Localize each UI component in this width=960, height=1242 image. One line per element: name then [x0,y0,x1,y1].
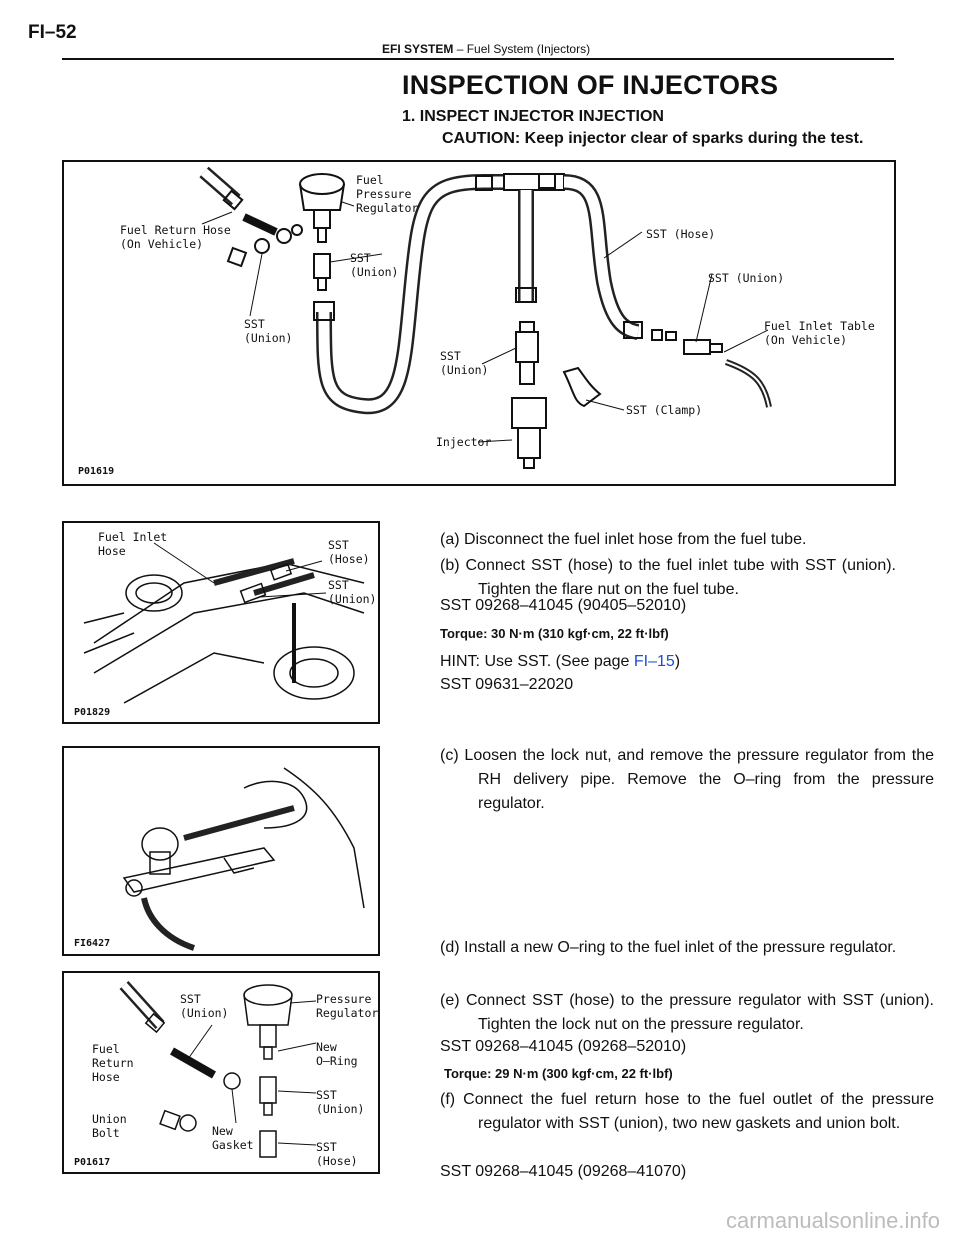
label-fpr-3: Regulator [356,201,418,215]
label-fuel-inlet-2: (On Vehicle) [764,333,847,347]
hint-prefix: HINT: Use SST. (See page [440,653,634,670]
label-fuel-return-1: Fuel [92,1042,120,1056]
figure-fuel-inlet-hose: Fuel Inlet Hose SST (Hose) SST (Union) P… [62,521,380,724]
watermark: carmanualsonline.info [725,1208,940,1233]
step-1: 1. INSPECT INJECTOR INJECTION CAUTION: K… [402,106,863,150]
torque-spec-b: Torque: 30 N·m (310 kgf·cm, 22 ft·lbf) [440,626,669,641]
step-1-heading: 1. INSPECT INJECTOR INJECTION [402,108,664,125]
instruction-c: (c) Loosen the lock nut, and remove the … [440,747,934,812]
running-header: EFI SYSTEM – Fuel System (Injectors) [382,42,590,56]
sst-number-f: SST 09268–41045 (09268–41070) [440,1163,687,1180]
page-title: INSPECTION OF INJECTORS [402,70,779,100]
label-sst-union-1: SST [328,578,349,592]
instruction-e: (e) Connect SST (hose) to the pressure r… [440,992,934,1033]
label-sst-hose: SST (Hose) [646,227,715,241]
sst-number-b: SST 09268–41045 (90405–52010) [440,597,687,614]
label-fuel-return-2: Return [92,1056,134,1070]
instruction-f: (f) Connect the fuel return hose to the … [440,1091,934,1132]
label-sst-union-1: SST [180,992,201,1006]
label-fuel-return-3: Hose [92,1070,120,1084]
label-sst-union-d: SST (Union) [708,271,784,285]
label-sst-hose-1: SST [328,538,349,552]
label-sst-hose-2: (Hose) [316,1154,358,1168]
label-fuel-return-hose-2: (On Vehicle) [120,237,203,251]
header-system: EFI SYSTEM [382,42,454,56]
label-sst-union-a-2: (Union) [350,265,398,279]
torque-spec-e: Torque: 29 N·m (300 kgf·cm, 22 ft·lbf) [444,1066,673,1081]
header-section: Fuel System (Injectors) [466,42,591,56]
label-sst-union-2: (Union) [180,1006,228,1020]
instructions-group-1: (a) Disconnect the fuel inlet hose from … [440,528,896,602]
label-sst-hose-1: SST [316,1140,337,1154]
label-sst-union-a-1: SST [350,251,371,265]
caution-text: CAUTION: Keep injector clear of sparks d… [442,130,864,147]
label-union-bolt-2: Bolt [92,1126,120,1140]
label-new-gasket-1: New [212,1124,233,1138]
hint-page-link[interactable]: FI–15 [633,653,675,670]
label-fpr-2: Pressure [356,187,411,201]
label-pressure-regulator-2: Regulator [316,1006,378,1020]
regulator-removal-diagram: FI6427 [74,767,365,951]
fuel-inlet-diagram: Fuel Inlet Hose SST (Hose) SST (Union) P… [74,530,376,718]
figure-injector-test-setup: Fuel Return Hose (On Vehicle) Fuel Press… [62,160,896,486]
instruction-a: (a) Disconnect the fuel inlet hose from … [440,531,807,548]
label-new-oring-1: New [316,1040,337,1054]
label-sst-union-c-1: SST [440,349,461,363]
figure-3-code: FI6427 [74,938,110,949]
figure-1-code: P01619 [78,466,114,477]
instruction-b: (b) Connect SST (hose) to the fuel inlet… [440,557,896,598]
label-union-bolt-1: Union [92,1112,127,1126]
label-sst-union-c-2: (Union) [440,363,488,377]
label-sst-union-2: (Union) [328,592,376,606]
label-sst-union-b-2: (Union) [316,1102,364,1116]
instruction-d: (d) Install a new O–ring to the fuel inl… [440,939,897,956]
label-sst-clamp: SST (Clamp) [626,403,702,417]
header-rule [62,58,894,60]
label-new-oring-2: O–Ring [316,1054,358,1068]
figure-2-code: P01829 [74,707,110,718]
label-fpr-1: Fuel [356,173,384,187]
injector-test-diagram: Fuel Return Hose (On Vehicle) Fuel Press… [78,166,875,477]
figure-remove-regulator: FI6427 [62,746,380,956]
label-fuel-inlet-2: Hose [98,544,126,558]
label-sst-union-b-1: SST [316,1088,337,1102]
label-new-gasket-2: Gasket [212,1138,254,1152]
sst-number-hint: SST 09631–22020 [440,676,574,693]
label-fuel-inlet-1: Fuel Inlet Table [764,319,875,333]
label-sst-hose-2: (Hose) [328,552,370,566]
sst-number-e: SST 09268–41045 (09268–52010) [440,1038,687,1055]
hint-text: HINT: Use SST. (See page FI–15) [440,650,680,674]
figure-regulator-connection: SST (Union) Pressure Regulator Fuel Retu… [62,971,380,1174]
header-separator: – [456,42,464,56]
hint-suffix: ) [674,653,681,670]
label-sst-union-b-2: (Union) [244,331,292,345]
label-sst-union-b-1: SST [244,317,265,331]
label-fuel-return-hose: Fuel Return Hose [120,223,231,237]
regulator-connection-diagram: SST (Union) Pressure Regulator Fuel Retu… [74,980,378,1168]
page-number: FI–52 [28,22,77,43]
label-injector: Injector [436,435,491,449]
label-pressure-regulator-1: Pressure [316,992,371,1006]
label-fuel-inlet-1: Fuel Inlet [98,530,167,544]
figure-4-code: P01617 [74,1157,110,1168]
